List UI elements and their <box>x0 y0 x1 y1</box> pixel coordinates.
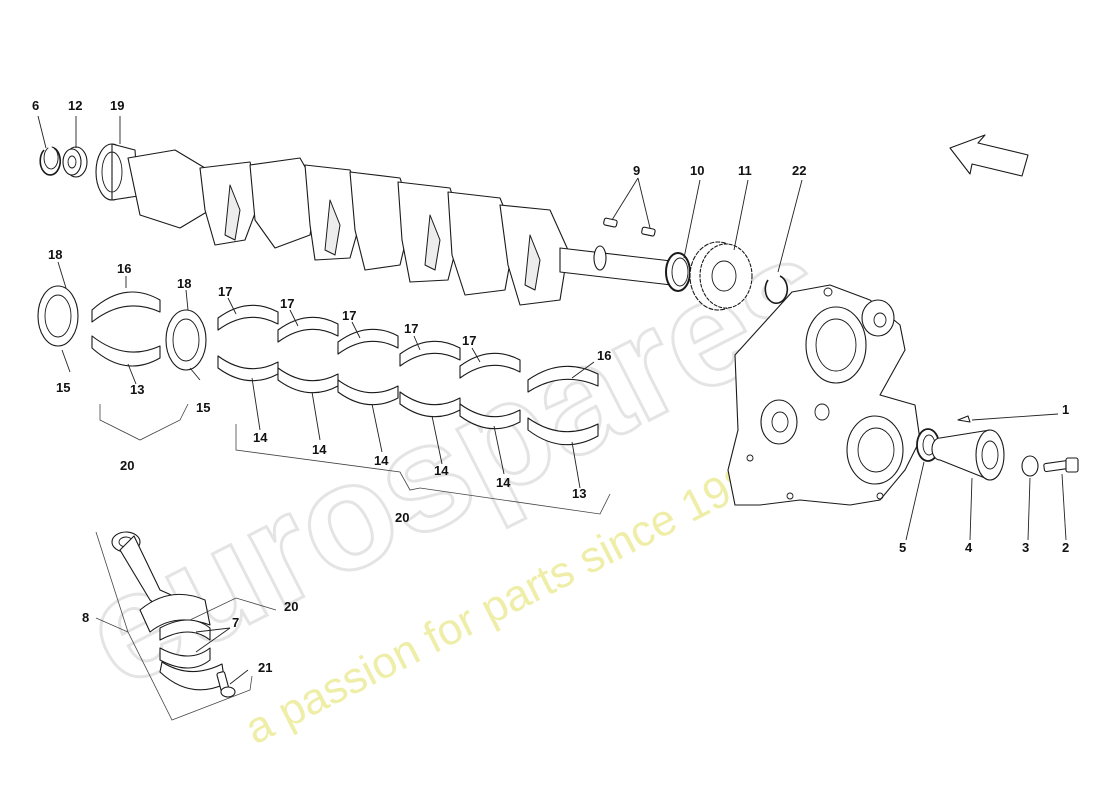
callout-7: 7 <box>232 615 239 630</box>
callout-4: 4 <box>965 540 973 555</box>
pilot-bearing-12 <box>62 146 88 178</box>
callout-8: 8 <box>82 610 89 625</box>
timing-gear-11 <box>689 241 753 311</box>
bolt-2 <box>1043 457 1079 473</box>
callout-17a: 17 <box>218 284 232 299</box>
snap-ring-6 <box>39 146 61 176</box>
callout-14c: 14 <box>374 453 389 468</box>
direction-arrow-icon <box>949 134 1029 177</box>
rod-bolt-21 <box>216 671 236 698</box>
leader-lines <box>37 115 1067 685</box>
timing-cover <box>727 284 921 506</box>
callout-11: 11 <box>738 163 752 178</box>
group-brackets <box>95 403 611 721</box>
callout-21: 21 <box>258 660 272 675</box>
callout-3: 3 <box>1022 540 1029 555</box>
woodruff-keys-9 <box>603 217 656 237</box>
callout-19: 19 <box>110 98 124 113</box>
callout-18b: 18 <box>177 276 191 291</box>
callout-14d: 14 <box>434 463 449 478</box>
callout-20b: 20 <box>395 510 409 525</box>
thrust-washer-18a <box>37 285 79 347</box>
pulley-hub-4 <box>931 429 1005 481</box>
callout-10: 10 <box>690 163 704 178</box>
pin-1 <box>957 415 971 423</box>
callout-13b: 13 <box>572 486 586 501</box>
crankshaft-19 <box>95 143 681 306</box>
callout-16a: 16 <box>117 261 131 276</box>
bearing-shells <box>91 291 599 446</box>
callout-14e: 14 <box>496 475 511 490</box>
callout-20c: 20 <box>284 599 298 614</box>
callout-22: 22 <box>792 163 806 178</box>
callout-labels: 6 12 19 9 10 11 22 18 16 18 17 17 17 17 … <box>32 98 1069 675</box>
seal-ring-10 <box>665 252 691 292</box>
callout-12: 12 <box>68 98 82 113</box>
callout-17b: 17 <box>280 296 294 311</box>
callout-14b: 14 <box>312 442 327 457</box>
circlip-22 <box>764 275 789 304</box>
callout-13a: 13 <box>130 382 144 397</box>
callout-16b: 16 <box>597 348 611 363</box>
washer-3 <box>1021 455 1039 477</box>
callout-17c: 17 <box>342 308 356 323</box>
callout-5: 5 <box>899 540 906 555</box>
callout-18a: 18 <box>48 247 62 262</box>
callout-1: 1 <box>1062 402 1069 417</box>
callout-14a: 14 <box>253 430 268 445</box>
thrust-washer-18b <box>165 309 207 371</box>
callout-6: 6 <box>32 98 39 113</box>
connecting-rod-8 <box>111 531 226 691</box>
callout-15a: 15 <box>56 380 70 395</box>
callout-20a: 20 <box>120 458 134 473</box>
callout-15b: 15 <box>196 400 210 415</box>
callout-2: 2 <box>1062 540 1069 555</box>
callout-17e: 17 <box>462 333 476 348</box>
callout-17d: 17 <box>404 321 418 336</box>
callout-9: 9 <box>633 163 640 178</box>
